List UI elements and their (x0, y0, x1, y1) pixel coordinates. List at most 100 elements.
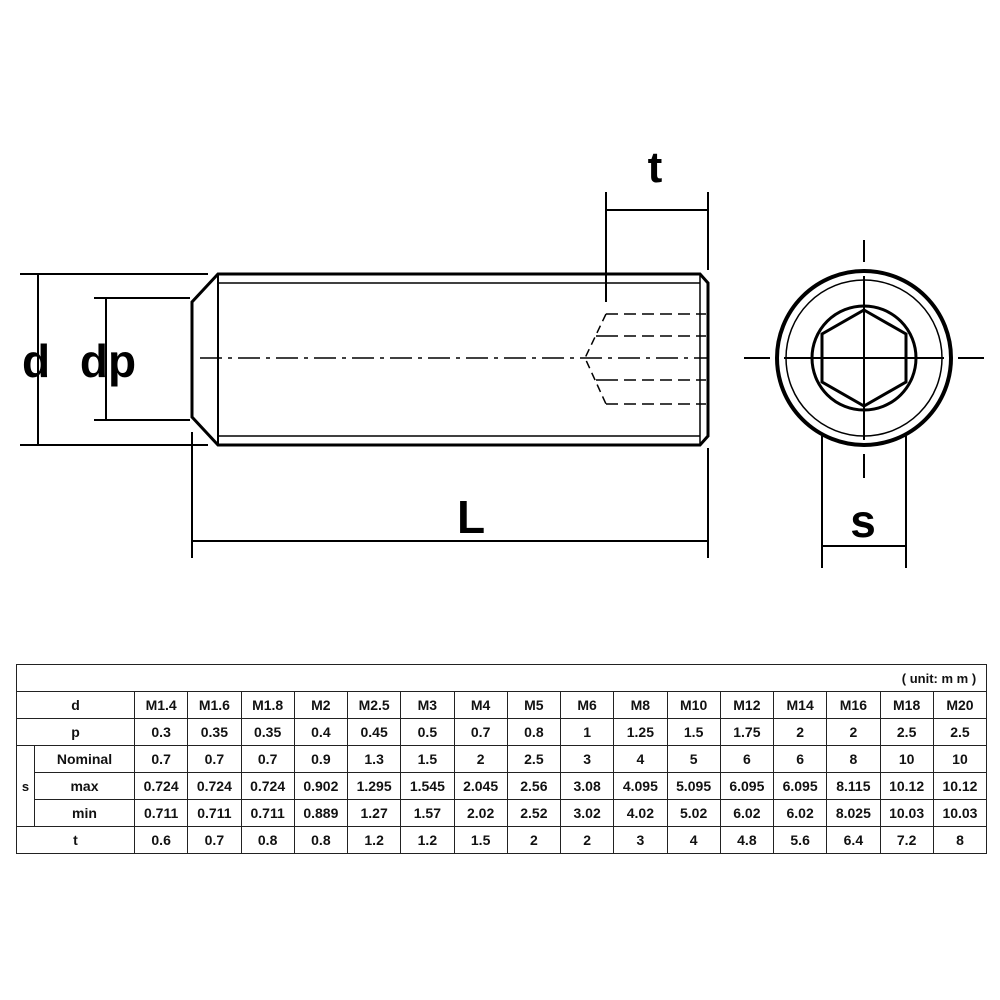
screw-side-view (190, 272, 710, 447)
row-label-max: max (34, 772, 135, 800)
cell-s-nominal: 0.7 (133, 745, 189, 773)
cell-t: 8 (932, 826, 988, 854)
row-label-t: t (16, 826, 135, 854)
cell-s-min: 8.025 (826, 799, 881, 827)
cell-d: M2 (293, 691, 349, 719)
cell-s-min: 6.02 (719, 799, 775, 827)
cell-s-min: 1.57 (400, 799, 455, 827)
cell-p: 2.5 (932, 718, 988, 746)
cell-d: M6 (559, 691, 615, 719)
dimension-t (605, 192, 709, 302)
cell-s-nominal: 0.7 (187, 745, 242, 773)
socket-cone-hidden (584, 313, 607, 405)
cell-d: M1.8 (240, 691, 295, 719)
cell-p: 0.7 (453, 718, 508, 746)
screw-body-outline (190, 272, 710, 447)
cell-s-min: 2.52 (506, 799, 562, 827)
dimension-label-l: L (457, 491, 485, 543)
cell-s-nominal: 3 (559, 745, 615, 773)
set-screw-drawing: t d dp L s (20, 143, 984, 568)
cell-p: 1.75 (719, 718, 775, 746)
cell-t: 3 (613, 826, 668, 854)
cell-s-max: 1.545 (400, 772, 455, 800)
cell-t: 4 (666, 826, 721, 854)
cell-p: 1 (559, 718, 615, 746)
cell-t: 0.6 (133, 826, 189, 854)
cell-t: 0.7 (187, 826, 242, 854)
cell-s-max: 1.295 (346, 772, 402, 800)
row-label-s: s (16, 745, 35, 827)
row-label-d: d (16, 691, 135, 719)
dimension-label-t: t (648, 143, 663, 192)
cell-s-min: 0.711 (187, 799, 242, 827)
cell-s-max: 6.095 (719, 772, 775, 800)
cell-s-nominal: 1.5 (400, 745, 455, 773)
cell-s-max: 8.115 (826, 772, 881, 800)
cell-s-max: 10.12 (932, 772, 988, 800)
cell-t: 6.4 (826, 826, 881, 854)
dimension-label-dp: dp (80, 335, 136, 387)
end-view-outer-circle (775, 269, 953, 447)
cell-s-nominal: 6 (772, 745, 828, 773)
cell-s-max: 5.095 (666, 772, 721, 800)
cell-p: 0.4 (293, 718, 349, 746)
cell-s-max: 6.095 (772, 772, 828, 800)
cell-s-nominal: 0.7 (240, 745, 295, 773)
cell-p: 0.8 (506, 718, 562, 746)
cell-s-nominal: 2 (453, 745, 508, 773)
cell-d: M18 (879, 691, 934, 719)
cell-s-max: 0.724 (187, 772, 242, 800)
cell-d: M1.4 (133, 691, 189, 719)
cell-s-min: 1.27 (346, 799, 402, 827)
row-label-min: min (34, 799, 135, 827)
dimension-l (191, 432, 709, 558)
cell-s-nominal: 6 (719, 745, 775, 773)
cell-p: 0.35 (187, 718, 242, 746)
cell-t: 2 (559, 826, 615, 854)
cell-d: M20 (932, 691, 988, 719)
cell-t: 1.2 (400, 826, 455, 854)
cell-s-max: 0.724 (240, 772, 295, 800)
cell-s-min: 6.02 (772, 799, 828, 827)
cell-s-min: 0.889 (293, 799, 349, 827)
cell-t: 7.2 (879, 826, 934, 854)
cell-t: 1.2 (346, 826, 402, 854)
cell-s-min: 0.711 (133, 799, 189, 827)
cell-t: 1.5 (453, 826, 508, 854)
dimension-label-s: s (850, 495, 876, 547)
cell-s-nominal: 1.3 (346, 745, 402, 773)
unit-note: ( unit: m m ) (15, 664, 988, 692)
cell-s-nominal: 8 (826, 745, 881, 773)
cell-p: 0.45 (346, 718, 402, 746)
cell-s-max: 10.12 (879, 772, 934, 800)
cell-d: M1.6 (187, 691, 242, 719)
row-label-p: p (16, 718, 135, 746)
cell-s-nominal: 4 (613, 745, 668, 773)
screw-end-view (744, 240, 984, 478)
cell-t: 2 (506, 826, 562, 854)
cell-p: 2.5 (879, 718, 934, 746)
cell-p: 0.5 (400, 718, 455, 746)
cell-p: 1.5 (666, 718, 721, 746)
cell-s-min: 3.02 (559, 799, 615, 827)
dimension-dp (94, 297, 190, 421)
cell-d: M10 (666, 691, 721, 719)
cell-s-nominal: 0.9 (293, 745, 349, 773)
cell-p: 0.3 (133, 718, 189, 746)
dimension-label-d: d (22, 335, 50, 387)
row-label-nominal: Nominal (34, 745, 135, 773)
cell-d: M14 (772, 691, 828, 719)
dimension-d (20, 273, 208, 446)
cell-d: M2.5 (346, 691, 402, 719)
cell-t: 0.8 (293, 826, 349, 854)
cell-s-max: 2.045 (453, 772, 508, 800)
cell-d: M3 (400, 691, 455, 719)
